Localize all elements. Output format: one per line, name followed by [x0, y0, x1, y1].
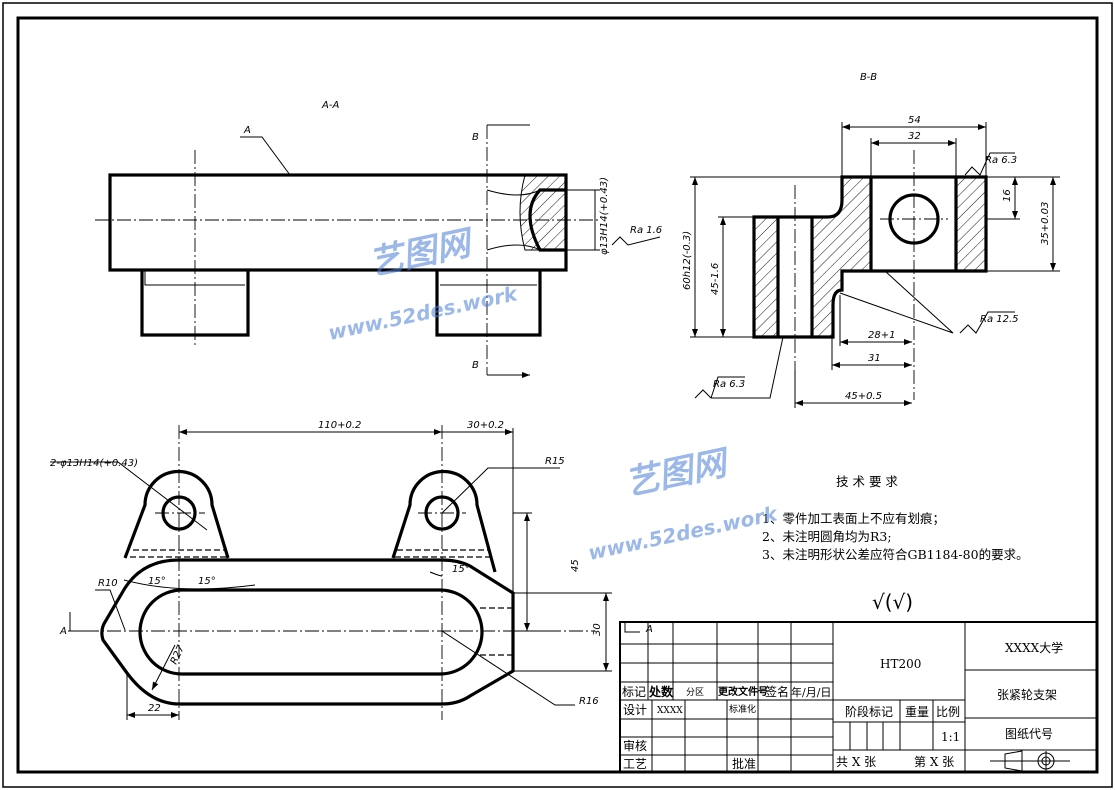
dim-28: 28+1: [868, 330, 895, 341]
leader-a-label: A: [243, 125, 251, 136]
dim-110: 110+0.2: [318, 420, 361, 431]
svg-text:艺图网: 艺图网: [366, 222, 479, 283]
sheet-number: 第 X 张: [914, 755, 954, 769]
dim-45-vertical: 45-1.6: [710, 263, 721, 295]
school-name: XXXX大学: [1005, 640, 1063, 655]
inner-frame: [16, 16, 1099, 774]
dim-60h12: 60h12(-0.3): [682, 231, 693, 290]
title-block: A 标记 处数 分区 更改文件号 签名 年/月/日 设计 XXXX 标准化 审核…: [619, 621, 1098, 773]
roughness-top: Ra 6.3: [985, 155, 1017, 166]
dim-45: 45: [570, 559, 581, 572]
header-date: 年/月/日: [791, 685, 831, 699]
roughness-ra16: Ra 1.6: [630, 225, 662, 236]
standardization-label: 标准化: [729, 703, 756, 715]
svg-text:艺图网: 艺图网: [622, 442, 735, 503]
design-label: 设计: [623, 703, 647, 717]
dim-54: 54: [908, 115, 921, 126]
section-aa-label: A-A: [321, 100, 339, 111]
dim-35: 35+0.03: [1040, 202, 1051, 245]
cut-b-bottom-label: B: [472, 360, 479, 371]
tech-req-item-3: 3、未注明形状公差应符合GB1184-80的要求。: [762, 547, 1029, 562]
approve-label: 批准: [732, 756, 756, 771]
header-zone: 分区: [686, 687, 704, 698]
svg-text:www.52des.work: www.52des.work: [586, 501, 781, 565]
dim-16: 16: [1002, 189, 1013, 202]
scale-value: 1:1: [941, 730, 960, 744]
section-mark-a: A: [59, 626, 67, 637]
scale-label: 比例: [936, 705, 960, 719]
section-aa-view: A-A B B A φ13H14(+0.43) Ra 1.6: [95, 100, 662, 375]
designer-name: XXXX: [657, 706, 683, 716]
projection-symbol-icon: [990, 750, 1070, 772]
header-count: 处数: [648, 684, 674, 699]
dim-holes: 2-φ13H14(+0.43): [50, 458, 138, 469]
part-name: 张紧轮支架: [997, 688, 1057, 702]
dim-r27: R27: [169, 643, 188, 666]
drawing-number: 图纸代号: [1005, 727, 1053, 741]
technical-requirements: 技 术 要 求 1、零件加工表面上不应有划痕； 2、未注明圆角均为R3; 3、未…: [762, 474, 1029, 614]
cut-b-top-label: B: [472, 132, 479, 143]
dim-r10: R10: [98, 578, 118, 589]
section-bb-label: B-B: [860, 72, 877, 83]
dim-r15: R15: [545, 456, 565, 467]
tech-req-item-2: 2、未注明圆角均为R3;: [762, 529, 892, 544]
hole-diameter-dim: φ13H14(+0.43): [599, 177, 610, 255]
process-label: 工艺: [623, 757, 647, 771]
roughness-bottom: Ra 6.3: [713, 379, 745, 390]
top-view: A 110+0.2 30+0.2 2-φ13H14(+0.43) R15 R10…: [50, 420, 612, 720]
review-label: 审核: [623, 738, 647, 753]
header-mark: 标记: [622, 685, 646, 699]
dim-32: 32: [908, 131, 921, 142]
header-sign: 签名: [765, 684, 789, 699]
dim-31: 31: [868, 353, 881, 364]
dim-30-top: 30+0.2: [467, 420, 504, 431]
section-bb-view: B-B 54 32 16 35+0.03 60h12(-0.3) 45-1.6 …: [682, 72, 1060, 408]
dim-45-horizontal: 45+0.5: [845, 391, 882, 402]
dim-30: 30: [592, 623, 603, 636]
tech-req-title: 技 术 要 求: [836, 474, 898, 489]
stage-label: 阶段标记: [845, 704, 893, 719]
roughness-symbol-note: √(√): [872, 590, 913, 614]
angle-15-a: 15°: [148, 576, 166, 587]
header-change-doc: 更改文件号: [718, 685, 768, 698]
angle-15-c: 15°: [452, 564, 470, 575]
dim-r16: R16: [579, 696, 599, 707]
weight-label: 重量: [905, 705, 929, 719]
corner-mark: A: [645, 624, 653, 635]
dim-22: 22: [148, 703, 161, 714]
material: HT200: [880, 657, 921, 671]
sheets-total: 共 X 张: [836, 755, 876, 769]
tech-req-item-1: 1、零件加工表面上不应有划痕；: [762, 511, 945, 526]
angle-15-b: 15°: [198, 576, 216, 587]
roughness-mid: Ra 12.5: [980, 314, 1019, 325]
